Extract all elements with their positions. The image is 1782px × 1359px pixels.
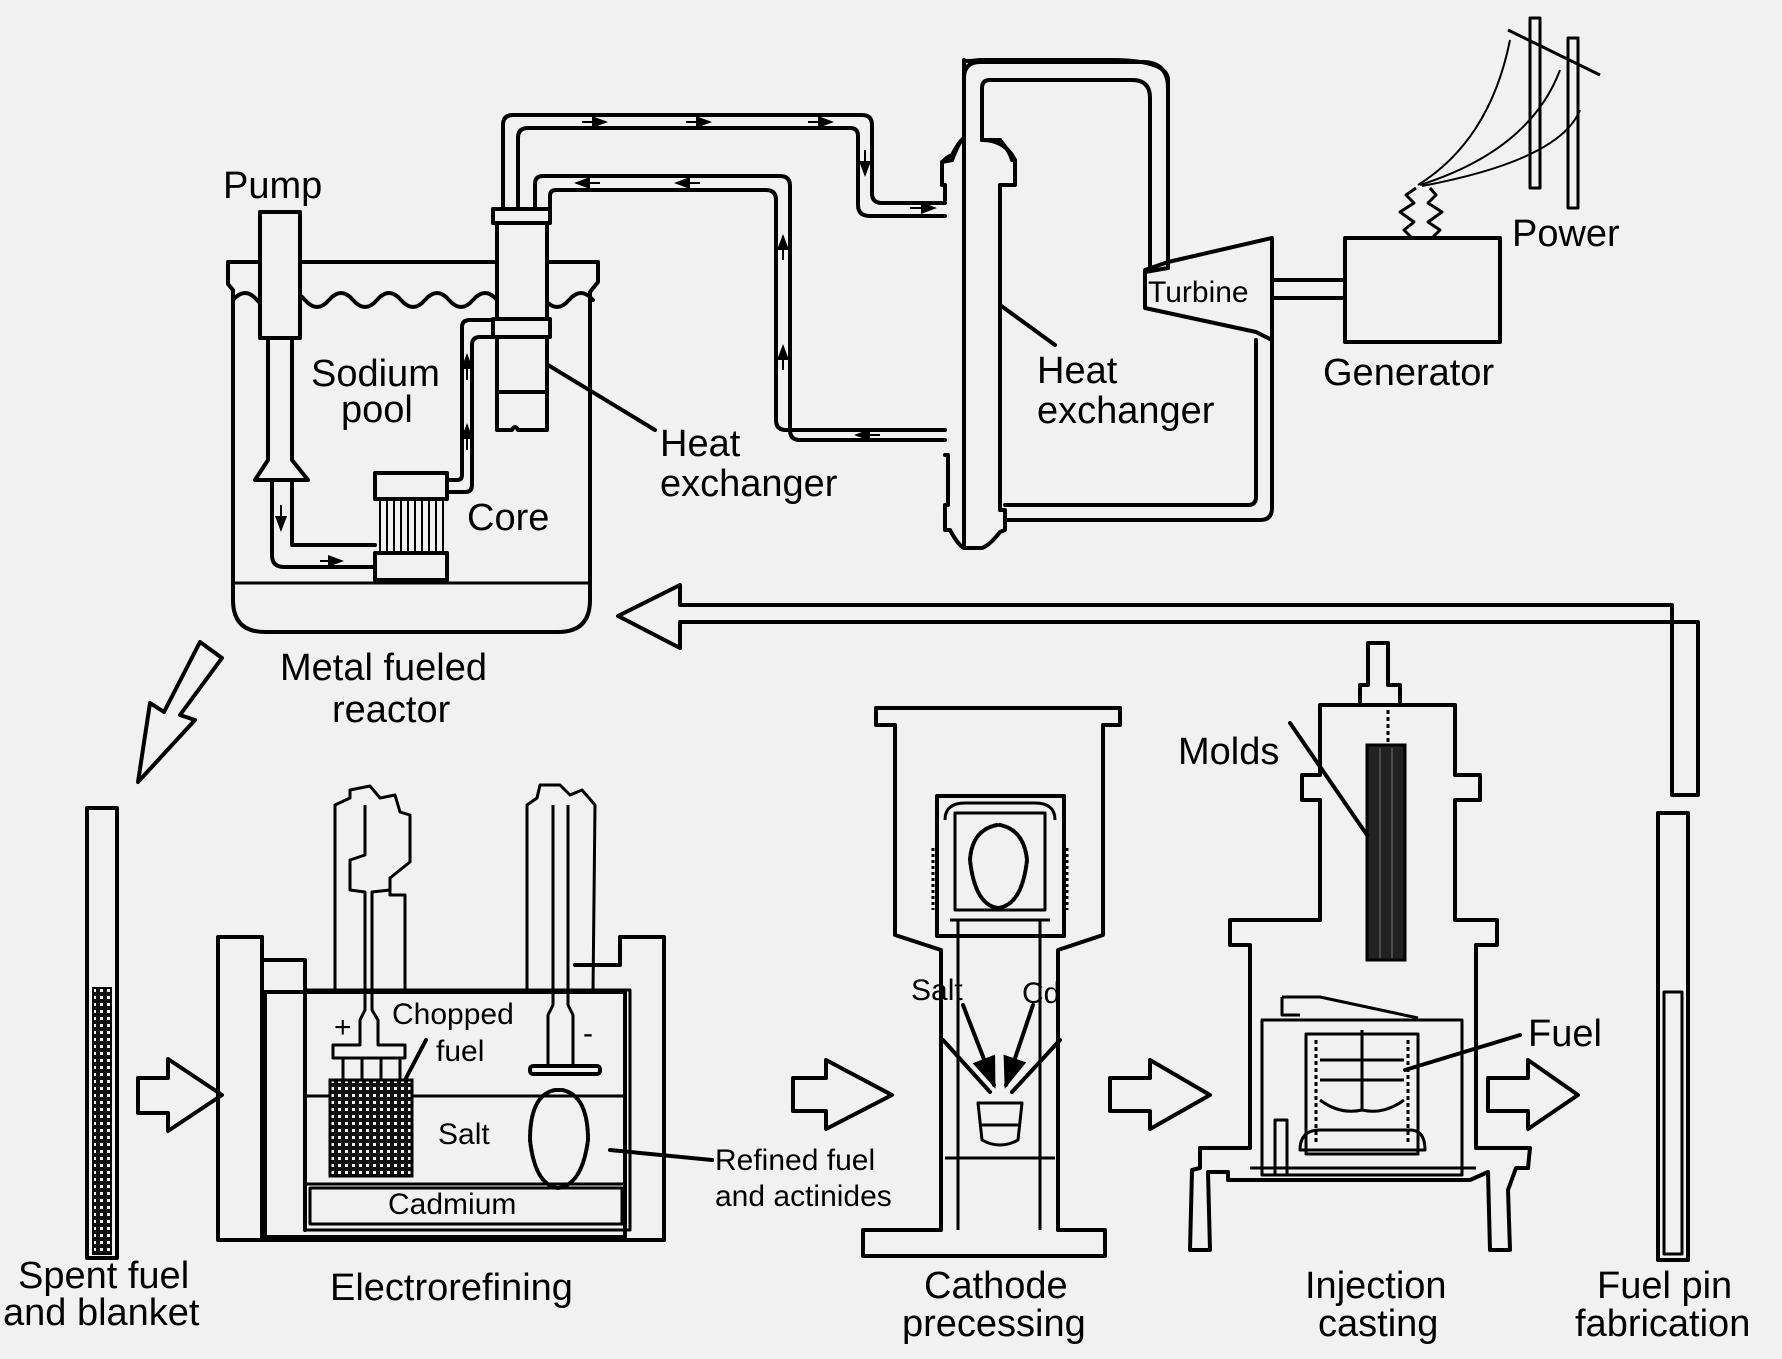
ihx-label-1: Heat	[660, 423, 741, 465]
cathode-deposit	[528, 1088, 590, 1190]
cathode-processor	[861, 706, 1122, 1258]
reactor-to-spent-arrow	[136, 640, 224, 784]
injection-caster	[1188, 641, 1532, 1252]
cathode-sign: -	[583, 1017, 593, 1050]
sodium-pool-label-2: pool	[341, 389, 413, 431]
fuel-label: Fuel	[1528, 1013, 1602, 1055]
chopped-fuel-label-2: fuel	[436, 1035, 484, 1068]
spent-fuel-label-1: Spent fuel	[18, 1255, 189, 1297]
electrorefiner: + -	[216, 783, 714, 1242]
ihx-label-2: exchanger	[660, 463, 838, 505]
core-label: Core	[467, 497, 549, 539]
fuel-pin	[1656, 811, 1690, 1262]
molds-label: Molds	[1178, 731, 1279, 773]
fuel-leader	[1403, 1033, 1522, 1072]
spent-fuel-pin	[85, 806, 119, 1260]
pump-pipe	[270, 478, 377, 569]
cathode-cd-label: Cd	[1022, 977, 1060, 1010]
spent-fuel-label-2: and blanket	[3, 1292, 200, 1334]
fuel-pin-caption-1: Fuel pin	[1597, 1265, 1732, 1307]
reactor-caption-1: Metal fueled	[280, 647, 487, 689]
core-outlet-pipe	[445, 318, 496, 494]
generator-label: Generator	[1323, 352, 1494, 394]
arrow-to-cathode	[791, 1058, 894, 1131]
salt-label: Salt	[438, 1118, 490, 1151]
hx-leader-line	[998, 303, 1057, 347]
core-fuel-rods	[379, 499, 444, 553]
ihx-leader-line	[546, 363, 657, 432]
reactor-vessel	[226, 260, 600, 634]
chopped-fuel-basket	[328, 1078, 414, 1178]
chopped-fuel-leader	[403, 1038, 428, 1082]
arrow-to-electrorefining	[136, 1057, 224, 1133]
electrorefining-caption: Electrorefining	[330, 1267, 573, 1309]
cathode-caption-2: precessing	[902, 1303, 1086, 1345]
metal-fueled-reactor: Pump Sodium pool Core Heat exchanger Met…	[223, 165, 838, 731]
cathode-caption-1: Cathode	[924, 1265, 1068, 1307]
intermediate-loop	[501, 113, 947, 442]
generator	[1343, 236, 1502, 344]
molds-leader	[1288, 721, 1369, 837]
refined-fuel-leader	[608, 1148, 714, 1162]
return-to-reactor-arrow	[616, 583, 1700, 797]
chopped-fuel-label-1: Chopped	[392, 998, 514, 1031]
pump-shaft	[253, 336, 310, 482]
steam-heat-exchanger	[940, 58, 1170, 550]
power-output	[1398, 16, 1601, 240]
core-bottom	[373, 551, 449, 582]
arrow-to-casting	[1108, 1058, 1212, 1131]
anode-sign: +	[334, 1011, 352, 1044]
core-top	[373, 471, 449, 501]
casting-caption-2: casting	[1318, 1303, 1438, 1345]
cathode-salt-label: Salt	[911, 974, 963, 1007]
power-label: Power	[1512, 213, 1620, 255]
intermediate-heat-exchanger	[491, 207, 552, 432]
refiner-vessel	[263, 990, 627, 1239]
cadmium-label: Cadmium	[388, 1188, 516, 1221]
fuel-pin-caption-2: fabrication	[1575, 1303, 1750, 1345]
fuel-pin-slug	[1662, 990, 1684, 1256]
casting-caption-1: Injection	[1305, 1265, 1447, 1307]
sodium-pool-label-1: Sodium	[311, 353, 440, 395]
molds	[1365, 743, 1407, 962]
turbine-shaft	[1270, 278, 1347, 300]
hx-label-1: Heat	[1037, 350, 1118, 392]
refined-fuel-label-2: and actinides	[715, 1180, 892, 1213]
refined-fuel-label-1: Refined fuel	[715, 1144, 875, 1177]
turbine	[1143, 236, 1274, 342]
hx-label-2: exchanger	[1037, 390, 1215, 432]
arrow-to-pin	[1486, 1058, 1580, 1131]
reactor-caption-2: reactor	[332, 689, 451, 731]
condensate-pipe	[1003, 330, 1274, 522]
turbine-label: Turbine	[1148, 276, 1249, 309]
pump-label: Pump	[223, 165, 322, 207]
crucible	[976, 1101, 1024, 1147]
pump-body	[258, 210, 302, 340]
spent-fuel-slug	[92, 987, 112, 1255]
